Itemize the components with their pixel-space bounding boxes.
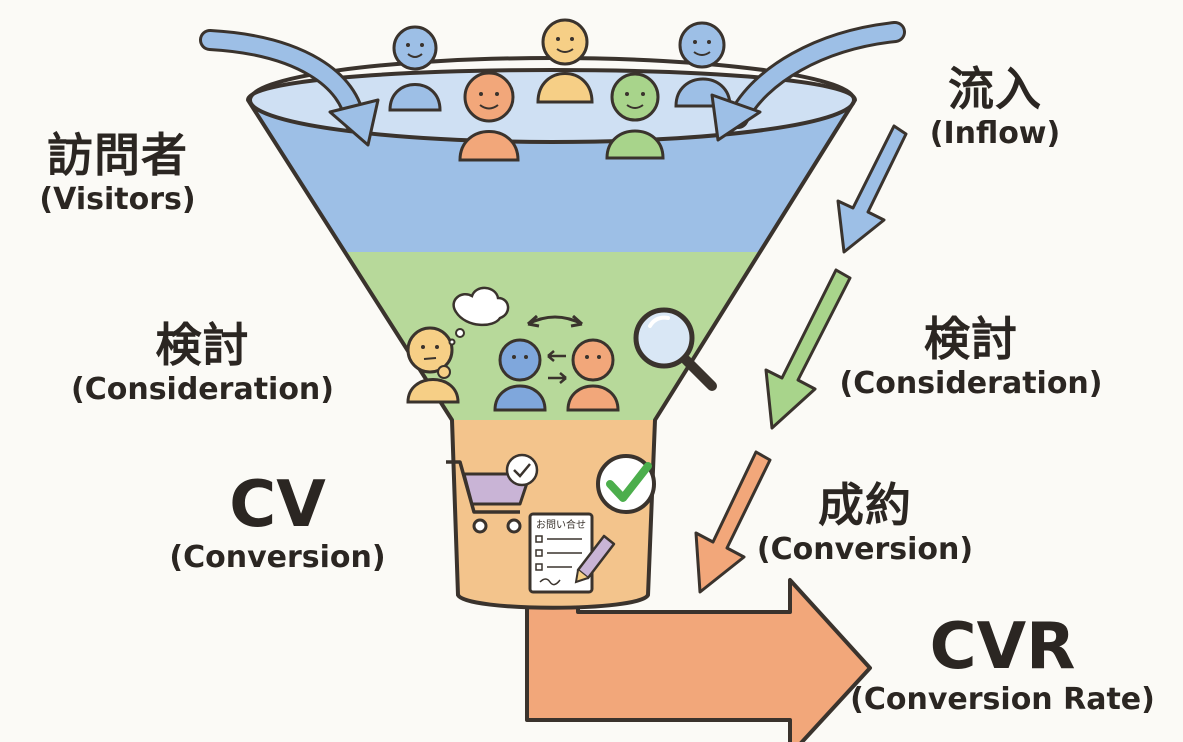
consideration-arrow bbox=[764, 268, 852, 430]
magnifier-icon bbox=[633, 307, 717, 391]
cvr-label: CVR (Conversion Rate) bbox=[850, 612, 1155, 718]
consideration-right-label: 検討 (Consideration) bbox=[826, 312, 1116, 402]
discussion-person-blue-icon bbox=[493, 338, 547, 412]
consideration-right-label-jp: 検討 bbox=[924, 312, 1018, 366]
visitor-yellow-icon bbox=[536, 18, 594, 104]
cvr-label-jp: CVR bbox=[929, 610, 1076, 684]
funnel-outline bbox=[246, 68, 857, 610]
visitor-green-icon bbox=[605, 72, 665, 160]
inflow-label-jp: 流入 bbox=[948, 62, 1042, 116]
inflow-label: 流入 (Inflow) bbox=[920, 62, 1070, 152]
thinking-person-icon bbox=[406, 326, 460, 404]
checkmark-badge-icon bbox=[596, 454, 656, 514]
conversion-right-label-jp: 成約 bbox=[818, 478, 912, 532]
cv-label: CV (Conversion) bbox=[150, 470, 405, 576]
consideration-left-label-en: (Consideration) bbox=[71, 372, 334, 407]
exchange-arrows-icon bbox=[527, 314, 583, 384]
inflow-arrow bbox=[836, 124, 908, 254]
cvr-label-en: (Conversion Rate) bbox=[850, 682, 1155, 717]
conversion-right-label-en: (Conversion) bbox=[756, 532, 974, 567]
inflow-left-arrow bbox=[199, 29, 380, 147]
thought-bubble-icon bbox=[448, 286, 510, 346]
cv-label-en: (Conversion) bbox=[169, 540, 386, 575]
visitor-blue-left-icon bbox=[388, 25, 442, 112]
inflow-right-arrow bbox=[710, 21, 906, 142]
visitors-label: 訪問者 (Visitors) bbox=[20, 128, 215, 218]
cv-label-jp: CV bbox=[229, 468, 326, 542]
consideration-left-label: 検討 (Consideration) bbox=[55, 318, 350, 408]
pen-icon bbox=[574, 534, 616, 584]
cart-check-icon bbox=[505, 453, 539, 487]
conversion-arrow bbox=[694, 450, 772, 594]
inflow-label-en: (Inflow) bbox=[929, 116, 1061, 151]
discussion-person-orange-icon bbox=[566, 338, 620, 412]
visitors-label-en: (Visitors) bbox=[39, 182, 196, 217]
visitor-orange-icon bbox=[458, 71, 520, 162]
visitors-label-jp: 訪問者 bbox=[47, 128, 188, 182]
consideration-right-label-en: (Consideration) bbox=[839, 366, 1103, 401]
contact-form-title: お問い合せ bbox=[536, 518, 586, 531]
consideration-left-label-jp: 検討 bbox=[155, 318, 250, 372]
conversion-right-label: 成約 (Conversion) bbox=[750, 478, 980, 568]
